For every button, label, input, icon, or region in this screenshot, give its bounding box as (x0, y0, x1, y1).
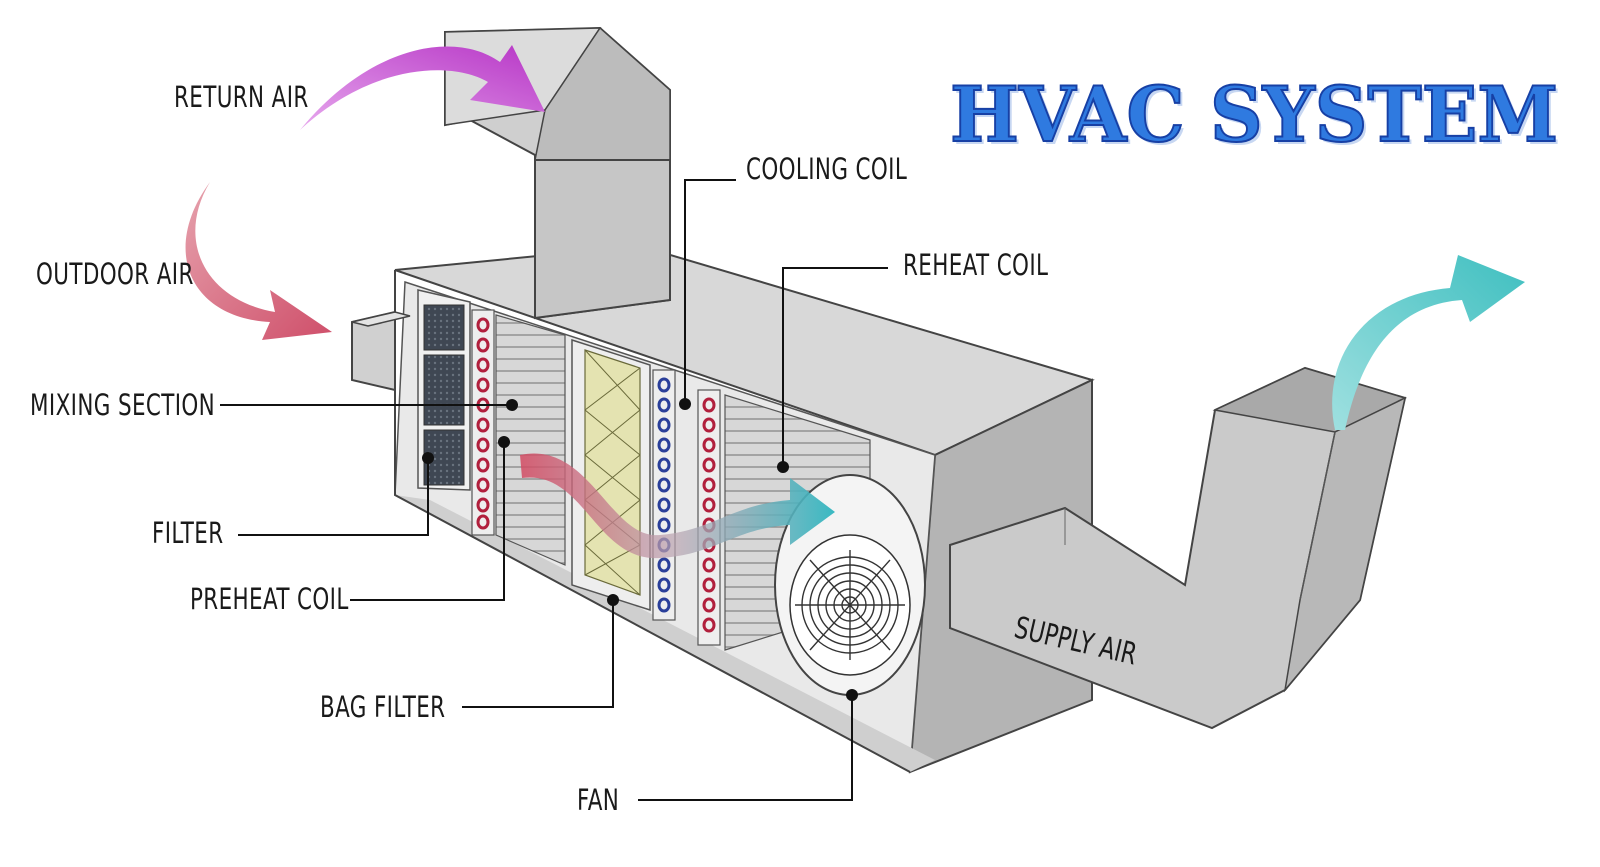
label-reheat-coil: REHEAT COIL (903, 248, 1049, 282)
label-mixing-section: MIXING SECTION (30, 388, 216, 422)
outdoor-air-arrow (185, 182, 332, 340)
fan (774, 474, 926, 696)
leader-dots (422, 398, 858, 701)
internal-airflow-arrow (520, 453, 835, 559)
diagram-title: HVAC SYSTEM (949, 69, 1559, 160)
preheat-coil (471, 309, 495, 536)
label-outdoor-air: OUTDOOR AIR (36, 257, 194, 291)
mixing-section-slats (495, 314, 566, 566)
leader-fan (638, 695, 853, 801)
label-bag-filter: BAG FILTER (320, 690, 446, 724)
label-return-air: RETURN AIR (174, 80, 309, 114)
leader-reheat-coil (782, 267, 888, 467)
leader-cooling-coil (684, 179, 736, 404)
leader-lines (220, 179, 888, 801)
return-air-arrow (300, 45, 545, 130)
label-preheat-coil: PREHEAT COIL (190, 582, 349, 616)
filter-panel (417, 289, 471, 491)
outdoor-air-inlet-duct (351, 310, 411, 392)
bag-filter (571, 338, 651, 612)
leader-bag-filter (462, 600, 614, 708)
reheat-coil (697, 389, 721, 646)
label-cooling-coil: COOLING COIL (746, 152, 908, 186)
leader-filter (238, 458, 429, 536)
label-fan: FAN (577, 783, 620, 817)
cooling-coil (652, 369, 676, 621)
label-filter: FILTER (152, 516, 224, 550)
leader-preheat-coil (350, 442, 505, 601)
supply-air-arrow (1332, 255, 1525, 430)
